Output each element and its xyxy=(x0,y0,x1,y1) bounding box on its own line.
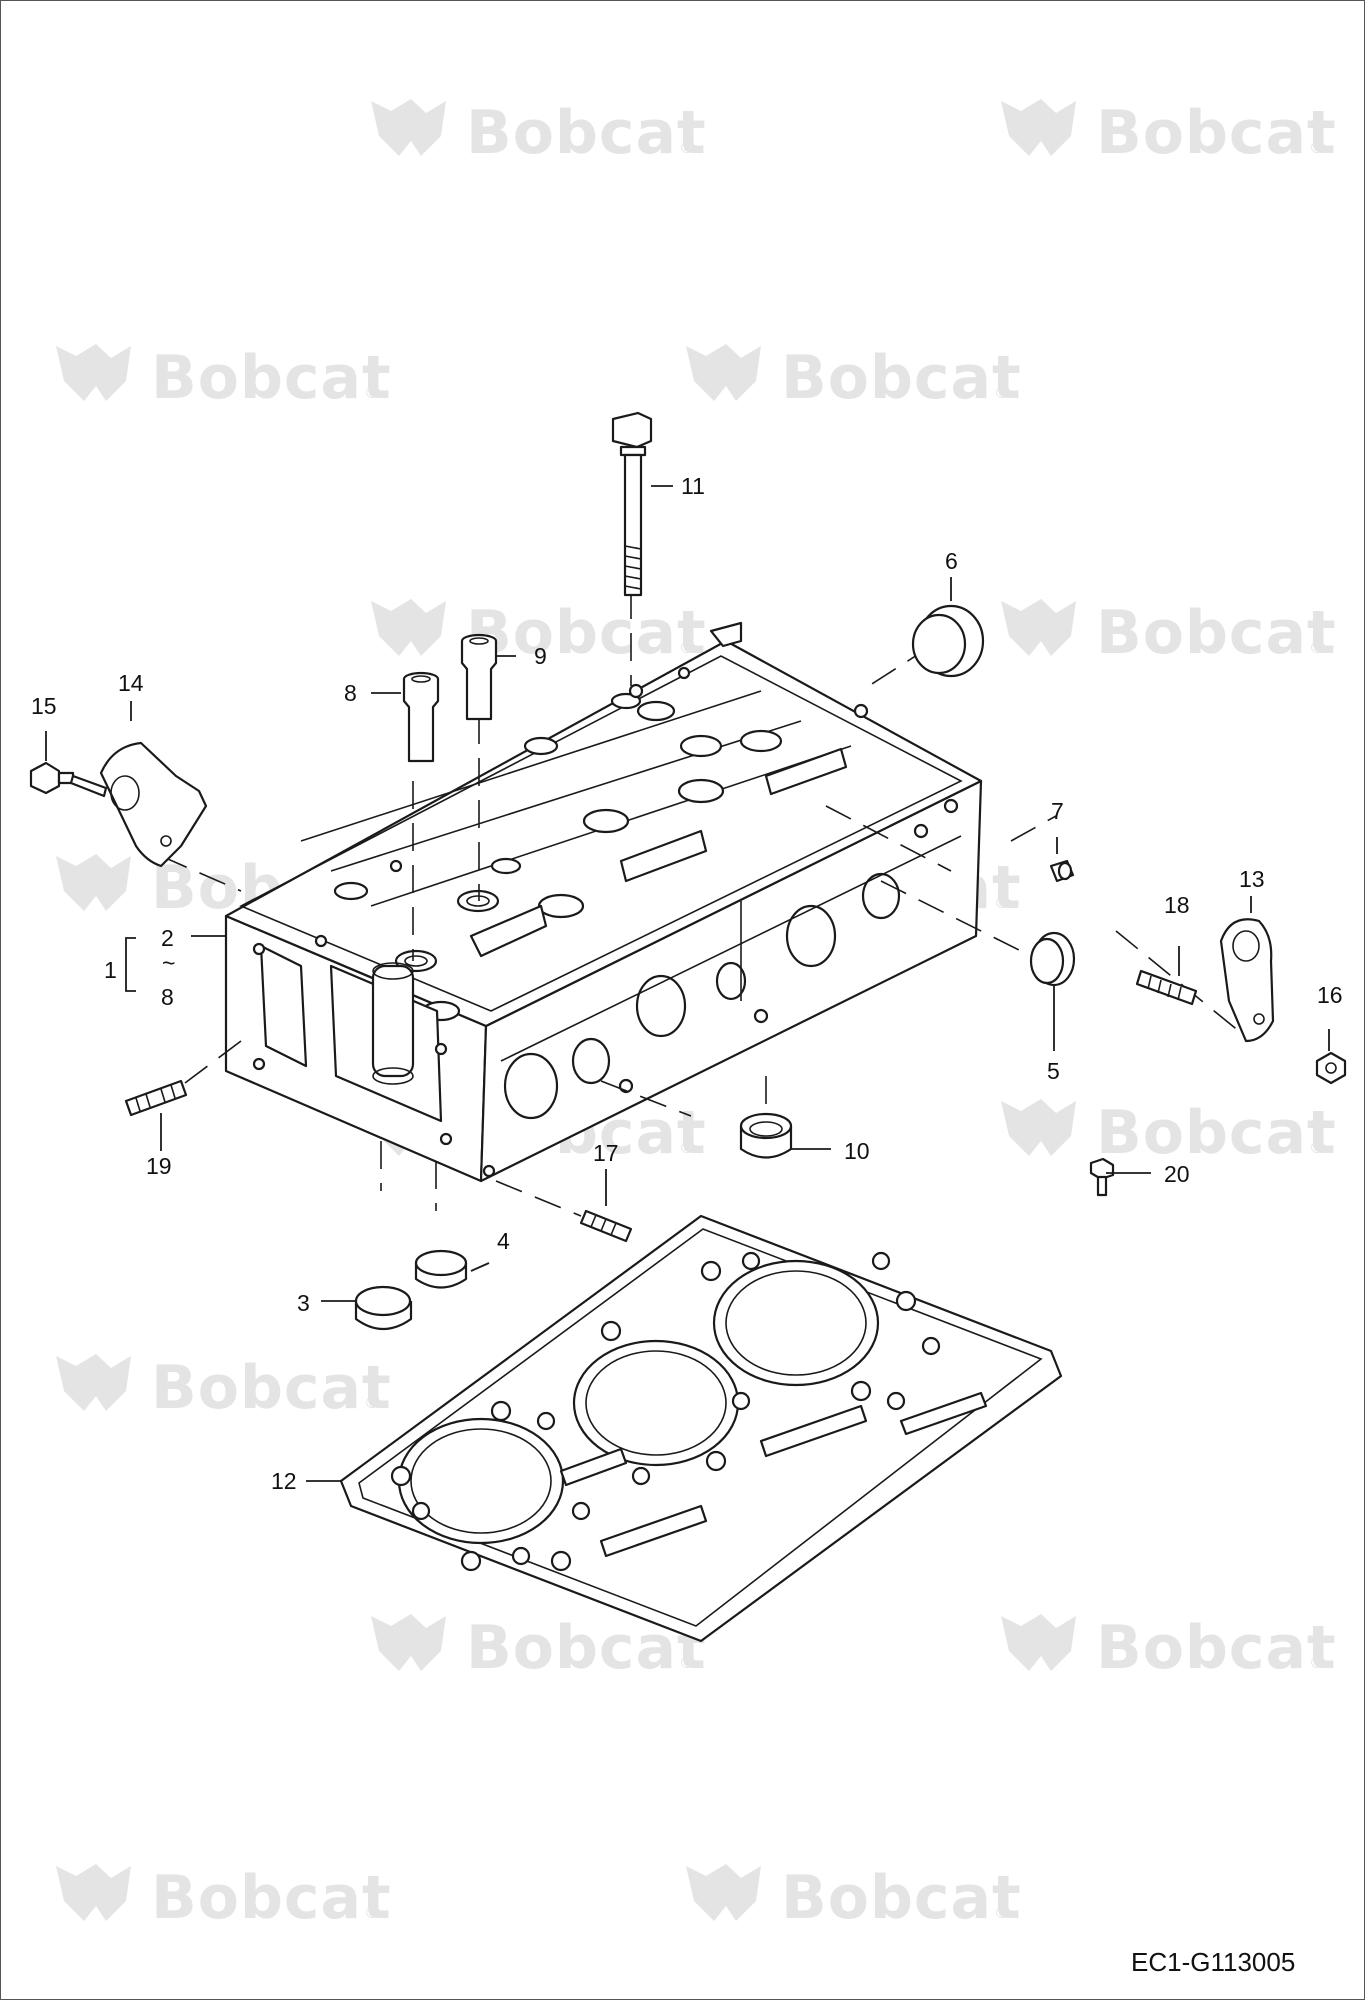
watermark-brand: Bobcat xyxy=(1096,598,1337,668)
watermark-registered-mark: ® xyxy=(679,1653,695,1672)
bobcat-watermark: Bobcat® xyxy=(371,98,707,168)
watermark-registered-mark: ® xyxy=(364,1393,380,1412)
bobcat-logo-icon xyxy=(1001,1099,1076,1156)
valve-guide-9 xyxy=(460,633,498,721)
valve-guide-8 xyxy=(402,671,440,763)
bobcat-watermark: Bobcat® xyxy=(1001,1613,1337,1683)
stud-17 xyxy=(579,1209,633,1243)
watermark-brand: Bobcat xyxy=(1096,98,1337,168)
watermark-registered-mark: ® xyxy=(679,638,695,657)
callout-labels: 1 2 ~ 8 3 4 5 6 7 8 9 10 11 12 13 14 15 … xyxy=(31,473,1343,1494)
watermark-registered-mark: ® xyxy=(1309,1653,1325,1672)
seal-5 xyxy=(1029,931,1076,987)
callout-10: 10 xyxy=(844,1138,870,1164)
bobcat-logo-icon xyxy=(1001,599,1076,656)
callout-5: 5 xyxy=(1047,1058,1060,1084)
set-screw-7 xyxy=(1049,859,1075,883)
callout-3: 3 xyxy=(297,1290,310,1316)
bobcat-logo-icon xyxy=(686,1864,761,1921)
watermark-registered-mark: ® xyxy=(1309,138,1325,157)
watermark-registered-mark: ® xyxy=(364,383,380,402)
bobcat-watermark: Bobcat® xyxy=(371,598,707,668)
stud-18 xyxy=(1135,969,1198,1006)
stud-19 xyxy=(124,1079,188,1117)
head-bolt-11 xyxy=(611,411,653,597)
head-gasket-12 xyxy=(339,1214,1063,1643)
watermark-brand: Bobcat xyxy=(1096,1098,1337,1168)
bobcat-logo-icon xyxy=(371,99,446,156)
figure-code: EC1-G113005 xyxy=(1131,1947,1295,1977)
bobcat-logo-icon xyxy=(371,599,446,656)
bobcat-logo-icon xyxy=(1001,99,1076,156)
callout-1: 1 xyxy=(104,957,117,983)
bobcat-watermark: Bobcat® xyxy=(56,343,392,413)
callout-9: 9 xyxy=(534,643,547,669)
callout-20: 20 xyxy=(1164,1161,1190,1187)
watermark-brand: Bobcat xyxy=(466,598,707,668)
callout-18: 18 xyxy=(1164,892,1190,918)
bobcat-watermark: Bobcat® xyxy=(56,1863,392,1933)
bobcat-logo-icon xyxy=(686,344,761,401)
bobcat-logo-icon xyxy=(56,344,131,401)
ring-3 xyxy=(354,1285,413,1331)
bobcat-watermark: Bobcat® xyxy=(56,1353,392,1423)
bobcat-logo-icon xyxy=(371,1614,446,1671)
callout-12: 12 xyxy=(271,1468,297,1494)
bobcat-logo-icon xyxy=(56,1354,131,1411)
watermark-registered-mark: ® xyxy=(994,1903,1010,1922)
lifting-hook-14 xyxy=(99,741,208,868)
cup-plug-10 xyxy=(739,1112,793,1159)
leader-lines xyxy=(45,485,1330,1482)
watermark-brand: Bobcat xyxy=(151,1863,392,1933)
bobcat-watermark: Bobcat® xyxy=(686,343,1022,413)
callout-2: 2 xyxy=(161,925,174,951)
callout-13: 13 xyxy=(1239,866,1265,892)
bobcat-watermark: Bobcat® xyxy=(686,1863,1022,1933)
bobcat-logo-icon xyxy=(1001,1614,1076,1671)
callout-7: 7 xyxy=(1051,798,1064,824)
ring-4 xyxy=(414,1249,468,1289)
cylinder-head xyxy=(224,621,983,1183)
callout-11: 11 xyxy=(681,473,705,499)
callout-6: 6 xyxy=(945,548,958,574)
watermark-brand: Bobcat xyxy=(151,1353,392,1423)
callout-16: 16 xyxy=(1317,982,1343,1008)
bobcat-watermark: Bobcat® xyxy=(1001,1098,1337,1168)
watermark-registered-mark: ® xyxy=(364,1903,380,1922)
lifting-hook-13 xyxy=(1219,918,1275,1043)
watermark-registered-mark: ® xyxy=(679,138,695,157)
bobcat-watermark: Bobcat® xyxy=(1001,598,1337,668)
watermark-brand: Bobcat xyxy=(466,98,707,168)
watermark-brand: Bobcat xyxy=(1096,1613,1337,1683)
bobcat-logo-icon xyxy=(56,854,131,911)
watermark-registered-mark: ® xyxy=(679,1138,695,1157)
plug-6 xyxy=(911,604,985,678)
callout-15: 15 xyxy=(31,693,57,719)
callout-17: 17 xyxy=(593,1140,619,1166)
bolt-15 xyxy=(29,761,108,798)
bobcat-watermark: Bobcat® xyxy=(1001,98,1337,168)
callout-4: 4 xyxy=(497,1228,510,1254)
bobcat-logo-icon xyxy=(56,1864,131,1921)
callout-14: 14 xyxy=(118,670,144,696)
callout-8-range: 8 xyxy=(161,984,174,1010)
callout-19: 19 xyxy=(146,1153,172,1179)
watermark-registered-mark: ® xyxy=(994,893,1010,912)
watermark-brand: Bobcat xyxy=(781,1863,1022,1933)
callout-tilde: ~ xyxy=(162,950,175,976)
watermark-registered-mark: ® xyxy=(1309,638,1325,657)
nut-16 xyxy=(1315,1051,1347,1085)
callout-8: 8 xyxy=(344,680,357,706)
watermark-registered-mark: ® xyxy=(994,383,1010,402)
bolt-20 xyxy=(1089,1157,1115,1197)
watermark-registered-mark: ® xyxy=(1309,1138,1325,1157)
watermark-brand: Bobcat xyxy=(151,343,392,413)
watermark-brand: Bobcat xyxy=(781,343,1022,413)
